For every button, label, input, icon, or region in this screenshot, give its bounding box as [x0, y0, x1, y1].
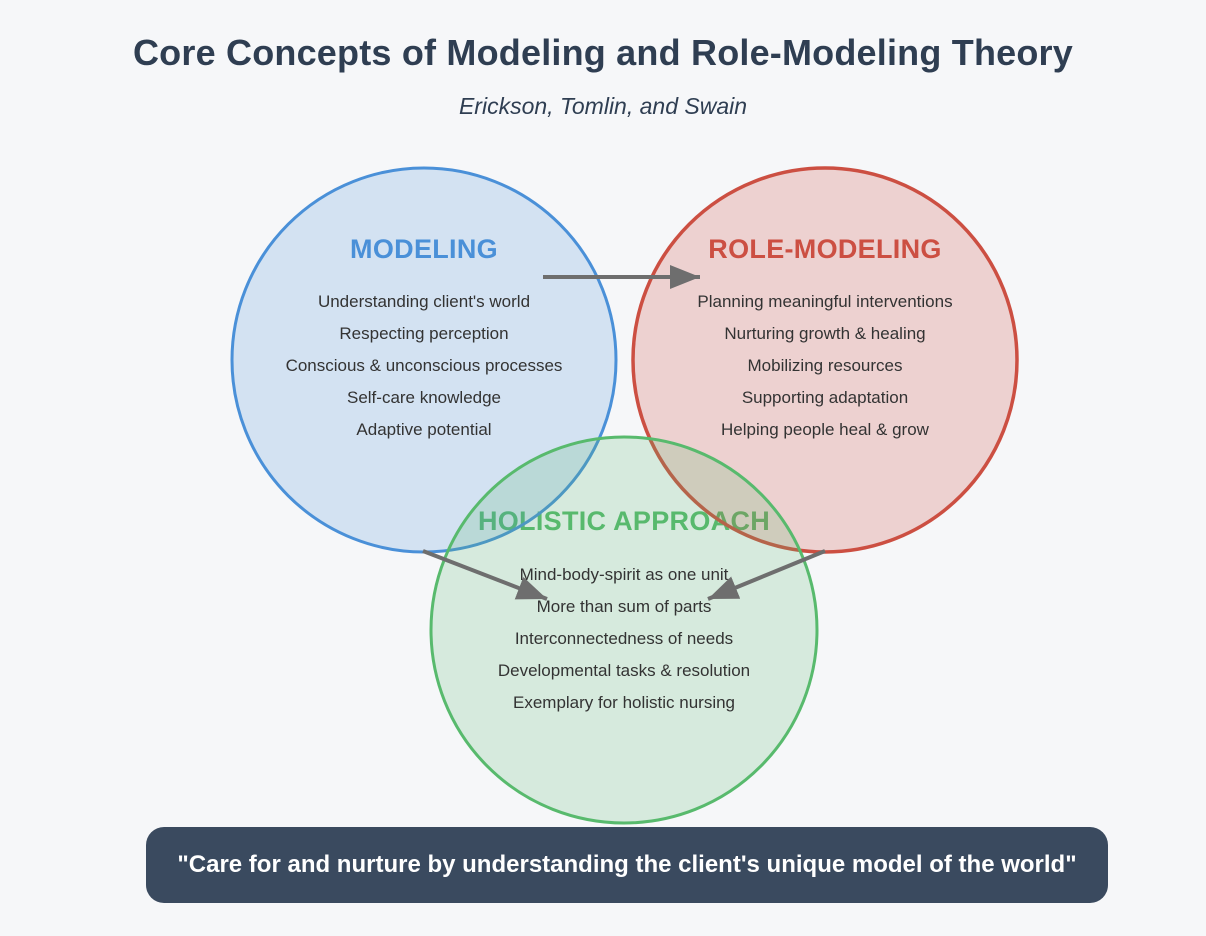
- list-item: Supporting adaptation: [741, 388, 909, 407]
- arrow-down-left-icon: [707, 549, 826, 601]
- page-subtitle: Erickson, Tomlin, and Swain: [458, 93, 748, 119]
- list-item: More than sum of parts: [536, 597, 712, 616]
- page-title: Core Concepts of Modeling and Role-Model…: [132, 32, 1073, 73]
- list-item: Understanding client's world: [317, 292, 531, 311]
- arrow-down-right-icon: [422, 549, 548, 601]
- list-item: Conscious & unconscious processes: [285, 356, 563, 375]
- list-item: Planning meaningful interventions: [697, 292, 953, 311]
- modeling-label: MODELING: [350, 234, 498, 264]
- list-item: Self-care knowledge: [346, 388, 502, 407]
- modeling-items: Understanding client's world Respecting …: [214, 286, 634, 446]
- quote-text: "Care for and nurture by understanding t…: [177, 851, 1077, 878]
- role-modeling-label: ROLE-MODELING: [708, 234, 942, 264]
- list-item: Mobilizing resources: [747, 356, 903, 375]
- list-item: Respecting perception: [339, 324, 509, 343]
- quote-banner: "Care for and nurture by understanding t…: [146, 827, 1108, 903]
- list-item: Interconnectedness of needs: [514, 629, 734, 648]
- list-item: Mind-body-spirit as one unit: [519, 565, 729, 584]
- list-item: Nurturing growth & healing: [724, 324, 926, 343]
- holistic-approach-items: Mind-body-spirit as one unit More than s…: [414, 559, 834, 719]
- list-item: Helping people heal & grow: [721, 420, 929, 439]
- list-item: Exemplary for holistic nursing: [512, 693, 736, 712]
- list-item: Developmental tasks & resolution: [497, 661, 751, 680]
- role-modeling-items: Planning meaningful interventions Nurtur…: [615, 286, 1035, 446]
- holistic-approach-circle: [429, 435, 819, 825]
- list-item: Adaptive potential: [356, 420, 492, 439]
